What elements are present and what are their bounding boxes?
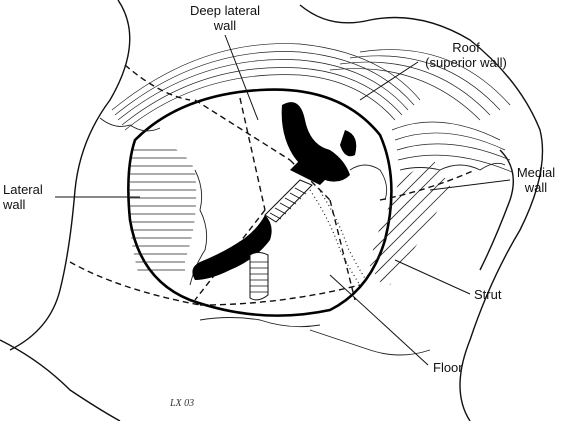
skull-contours [0, 0, 544, 421]
nasal-contour [9, 0, 131, 351]
strut-bar-hatching [269, 187, 307, 220]
label-roof-line2: (superior wall) [425, 55, 507, 70]
label-lateral-line2: wall [3, 197, 26, 212]
label-lateral-wall: Lateral wall [3, 182, 43, 212]
strut-defect-link [290, 160, 330, 185]
floor-strut-cylinder [249, 252, 269, 301]
label-roof: Roof (superior wall) [412, 40, 520, 70]
boundary-medial-floor [329, 199, 356, 301]
boundary-deep-vertical [239, 97, 266, 211]
boundary-lateral-floor [69, 261, 201, 306]
label-strut: Strut [474, 287, 502, 302]
medial-contour [479, 149, 514, 271]
label-deep-lateral-wall: Deep lateral wall [175, 3, 275, 33]
leader-lines [55, 34, 511, 366]
leader-strut [394, 259, 471, 295]
boundary-roof-lateral [124, 64, 191, 101]
orbital-rim [127, 88, 393, 317]
cheek-contour [0, 339, 121, 421]
artist-signature: LX 03 [170, 398, 195, 409]
leader-medial [429, 179, 511, 191]
boundary-deep-floor [194, 209, 266, 301]
label-roof-line1: Roof [452, 40, 480, 55]
strut-bar [264, 179, 313, 223]
boundary-medial-dash [379, 169, 476, 201]
leader-floor [329, 274, 429, 366]
roof-defect-small [340, 130, 357, 157]
leader-deep-lateral [224, 34, 259, 121]
boundary-roof-deep [194, 99, 291, 161]
label-medial-wall: Medial wall [510, 165, 562, 195]
label-deep-lateral-line1: Deep lateral [189, 3, 261, 18]
strut-dots [309, 187, 369, 286]
wall-boundaries [69, 64, 476, 306]
rim-hatching [111, 43, 513, 173]
label-medial-line2: wall [524, 180, 548, 195]
label-floor: Floor [433, 360, 463, 375]
floor-defect-shape [192, 215, 272, 280]
leader-roof [359, 61, 419, 101]
label-medial-line1: Medial [516, 165, 556, 180]
forehead-contour [299, 4, 544, 421]
label-lateral-line1: Lateral [3, 182, 43, 197]
lateral-wall-hatching [130, 149, 197, 271]
boundary-floor [199, 284, 361, 306]
floor-strut-hatching [250, 261, 268, 293]
label-deep-lateral-line2: wall [213, 18, 237, 33]
